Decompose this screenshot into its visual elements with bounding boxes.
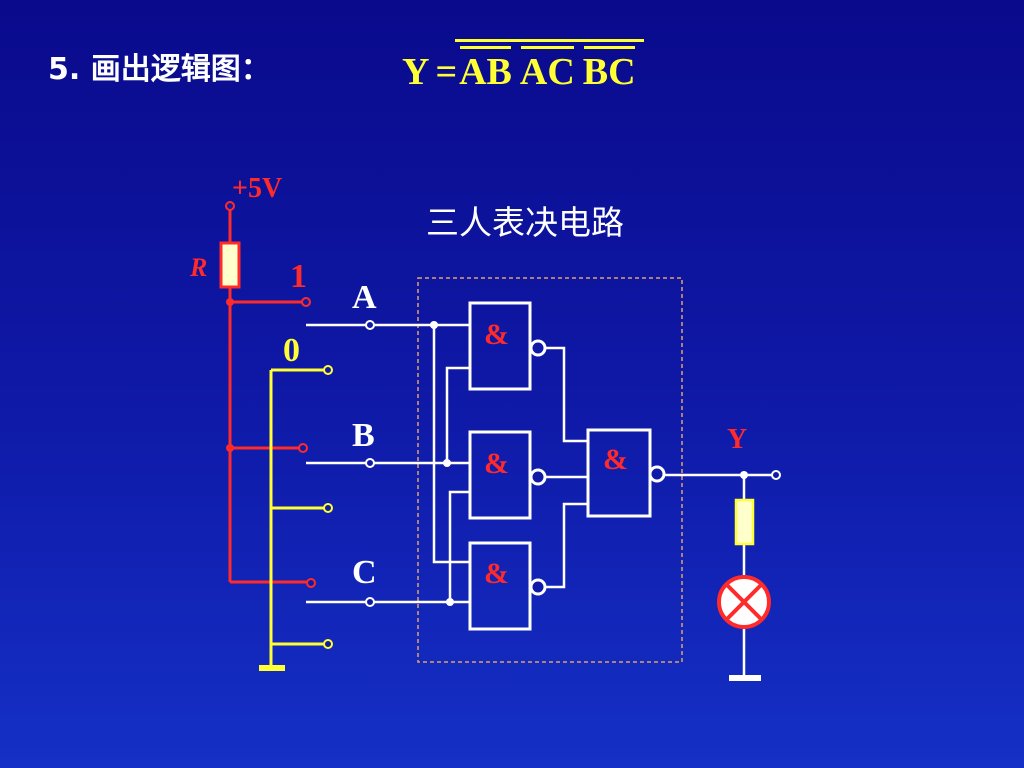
switch-c-pivot: [365, 597, 375, 607]
switch-a-pivot: [365, 320, 375, 330]
input-c-label: C: [352, 554, 377, 591]
input-a-label: A: [352, 279, 377, 316]
formula-term-bc: BC: [582, 46, 636, 93]
gate-output-symbol: &: [603, 443, 628, 476]
nand-gate-2-bubble: [529, 468, 547, 486]
ground-wires: [259, 368, 325, 671]
output-label: Y: [727, 424, 748, 455]
input-b-junction: [443, 459, 451, 467]
switch-b-low-contact: [323, 503, 333, 513]
formula-output-symbol: Y: [402, 51, 430, 93]
resistor-label: R: [190, 253, 208, 282]
switch-b-pivot: [365, 458, 375, 468]
circuit-title: 三人表决电路: [426, 203, 624, 242]
supply-junction-2: [226, 444, 234, 452]
gate-block-outline: [417, 277, 683, 663]
supply-wires: [228, 208, 308, 584]
switch-c-low-contact: [323, 639, 333, 649]
supply-terminal: [225, 201, 235, 211]
logic-low-label: 0: [283, 332, 300, 369]
formula-term-ac: AC: [519, 46, 575, 93]
switch-a-low-contact: [323, 365, 333, 375]
formula-term-ab: AB: [459, 46, 512, 93]
nand-gate-3-bubble: [529, 578, 547, 596]
output-terminal: [771, 470, 781, 480]
input-c-junction: [446, 598, 454, 606]
lamp-cross-2: [725, 583, 763, 621]
problem-heading: 5. 画出逻辑图：: [48, 52, 271, 87]
switch-a-high-contact: [301, 297, 311, 307]
output-junction: [740, 471, 748, 479]
switch-b-high-contact: [298, 443, 308, 453]
switch-c-high-contact: [306, 578, 316, 588]
nand-gate-1-bubble: [529, 339, 547, 357]
lamp-resistor: [734, 498, 755, 546]
pullup-resistor: [219, 241, 241, 289]
logic-high-label: 1: [290, 258, 307, 295]
formula-equals: =: [435, 51, 458, 93]
supply-junction-1: [226, 298, 234, 306]
gate-1-symbol: &: [484, 318, 509, 351]
input-b-label: B: [352, 417, 375, 454]
input-wires: [306, 323, 772, 681]
input-a-junction: [430, 321, 438, 329]
supply-label: +5V: [232, 173, 283, 204]
gate-2-symbol: &: [484, 447, 509, 480]
gate-3-symbol: &: [484, 557, 509, 590]
nand-gate-output-bubble: [648, 465, 666, 483]
formula-overall-negation-bar: [455, 39, 644, 42]
